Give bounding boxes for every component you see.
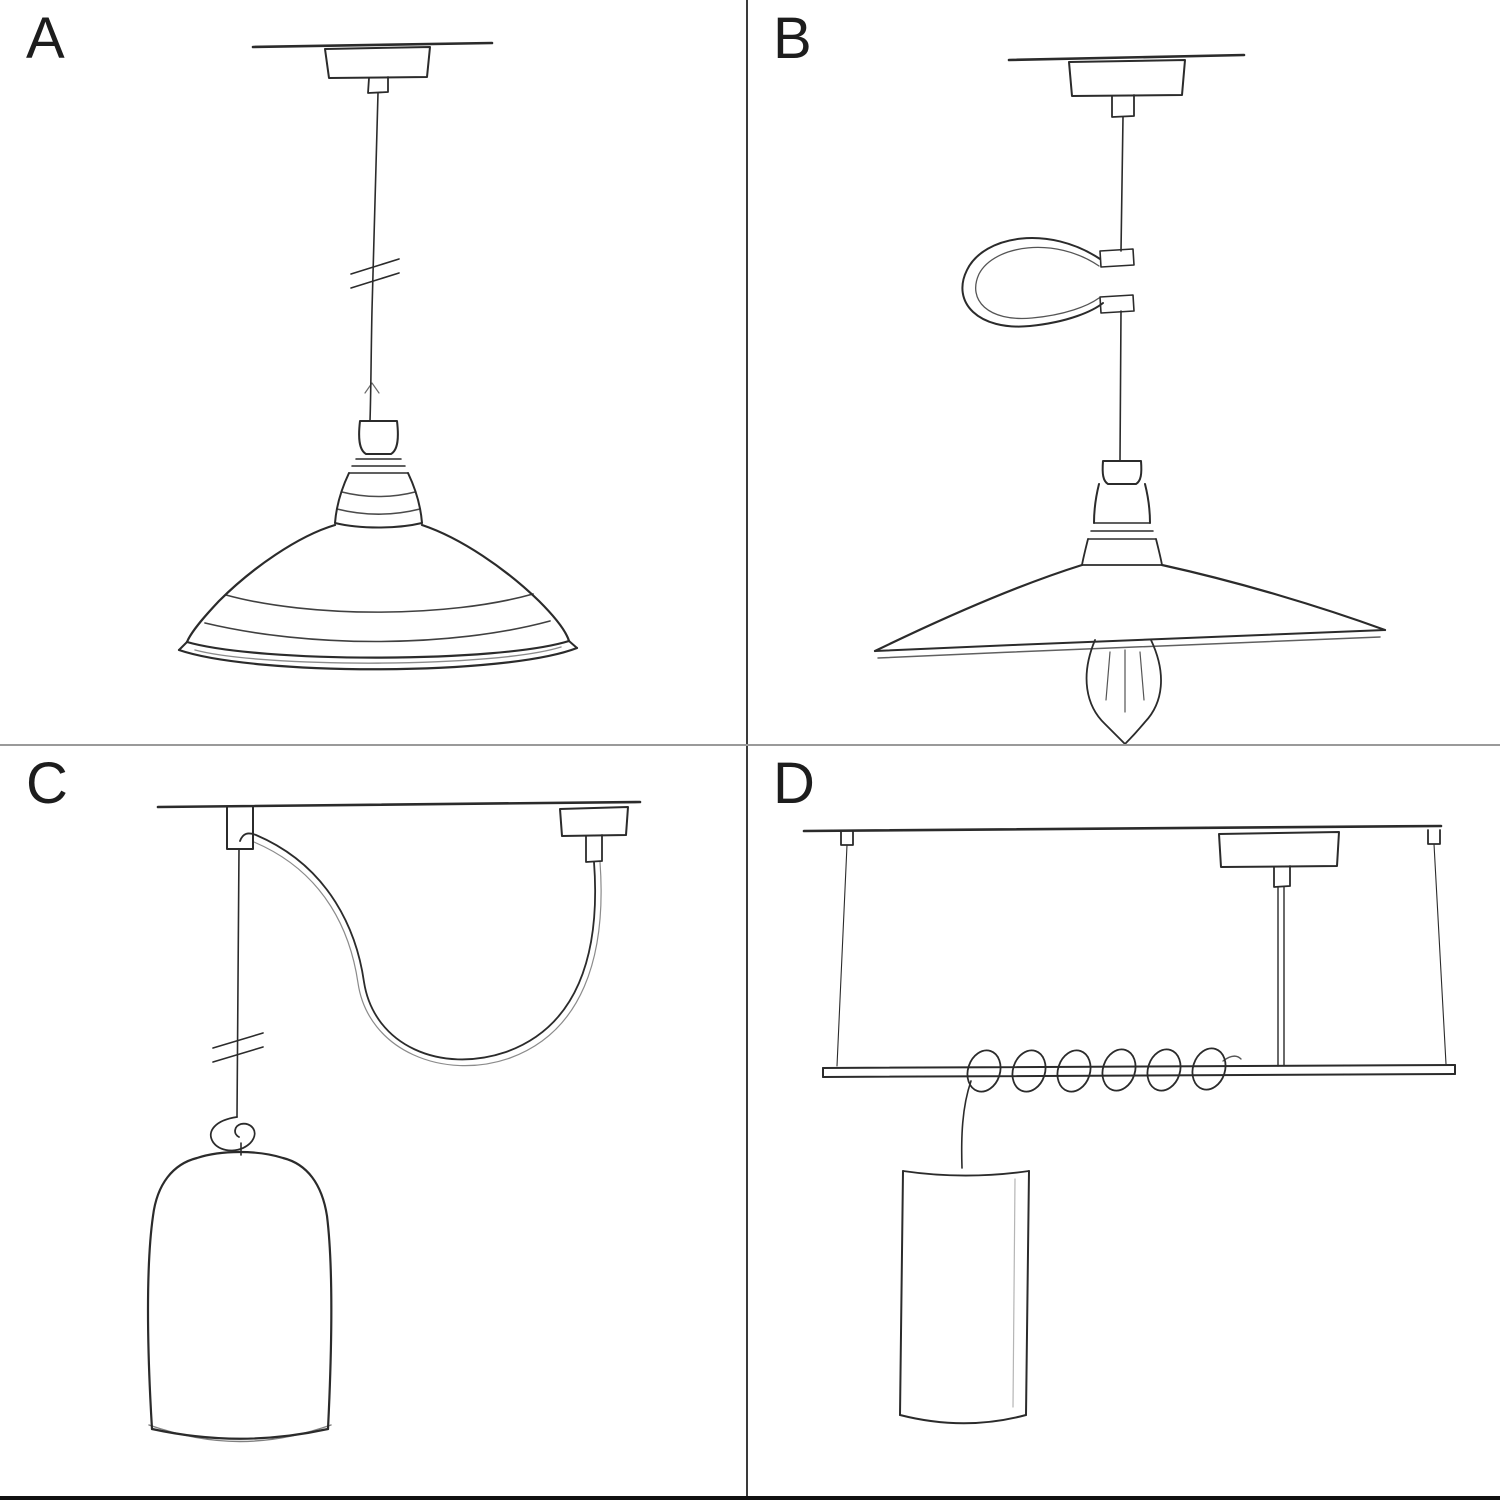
- lamp-holder: [334, 420, 423, 529]
- bell-dome-shade: [146, 1150, 333, 1443]
- panel-d-label: D: [773, 751, 816, 816]
- panel-c-label: C: [26, 751, 69, 816]
- ceiling-hook: [226, 806, 254, 850]
- coiled-cable: [960, 1047, 1242, 1169]
- panel-b-label: B: [773, 6, 813, 71]
- ceiling-rose: [324, 46, 431, 94]
- ceiling-line: [251, 41, 494, 49]
- bowl-shade: [177, 523, 579, 671]
- ceiling-line: [156, 800, 642, 809]
- industrial-bowl-shade-pendant-illustration: [177, 41, 579, 671]
- flat-plate-shade-pendant-illustration: [873, 53, 1387, 745]
- center-rod: [1277, 886, 1285, 1067]
- bar-suspension-tube-pendant-illustration: [802, 824, 1456, 1425]
- edison-bulb: [1085, 639, 1162, 745]
- swag-bell-shade-pendant-illustration: [146, 800, 642, 1443]
- pendant-cable: [350, 92, 400, 422]
- drop-cable: [212, 848, 264, 1118]
- cable-knot: [209, 1116, 256, 1156]
- ceiling-rose: [1218, 831, 1340, 888]
- divider-horizontal: [0, 744, 1500, 746]
- panel-b: B: [747, 0, 1500, 745]
- panel-d: D: [747, 745, 1500, 1500]
- ceiling-rose: [1068, 59, 1186, 118]
- divider-vertical: [746, 0, 748, 1500]
- panel-a: A: [0, 0, 747, 745]
- tube-pendant: [899, 1170, 1030, 1425]
- flat-plate-shade: [873, 563, 1387, 659]
- panel-c: C: [0, 745, 747, 1500]
- pendant-cable: [1119, 116, 1124, 462]
- horizontal-bar: [822, 1064, 1456, 1078]
- ceiling-rose: [559, 806, 629, 863]
- panel-a-label: A: [26, 6, 66, 71]
- cable-hook-clip: [961, 237, 1135, 328]
- swag-cable: [239, 832, 602, 1067]
- ceiling-line: [802, 824, 1443, 833]
- lamp-holder: [1081, 460, 1163, 566]
- ceiling-line: [1007, 53, 1246, 62]
- suspension-wires: [836, 829, 1447, 1067]
- bottom-border-line: [0, 1496, 1500, 1500]
